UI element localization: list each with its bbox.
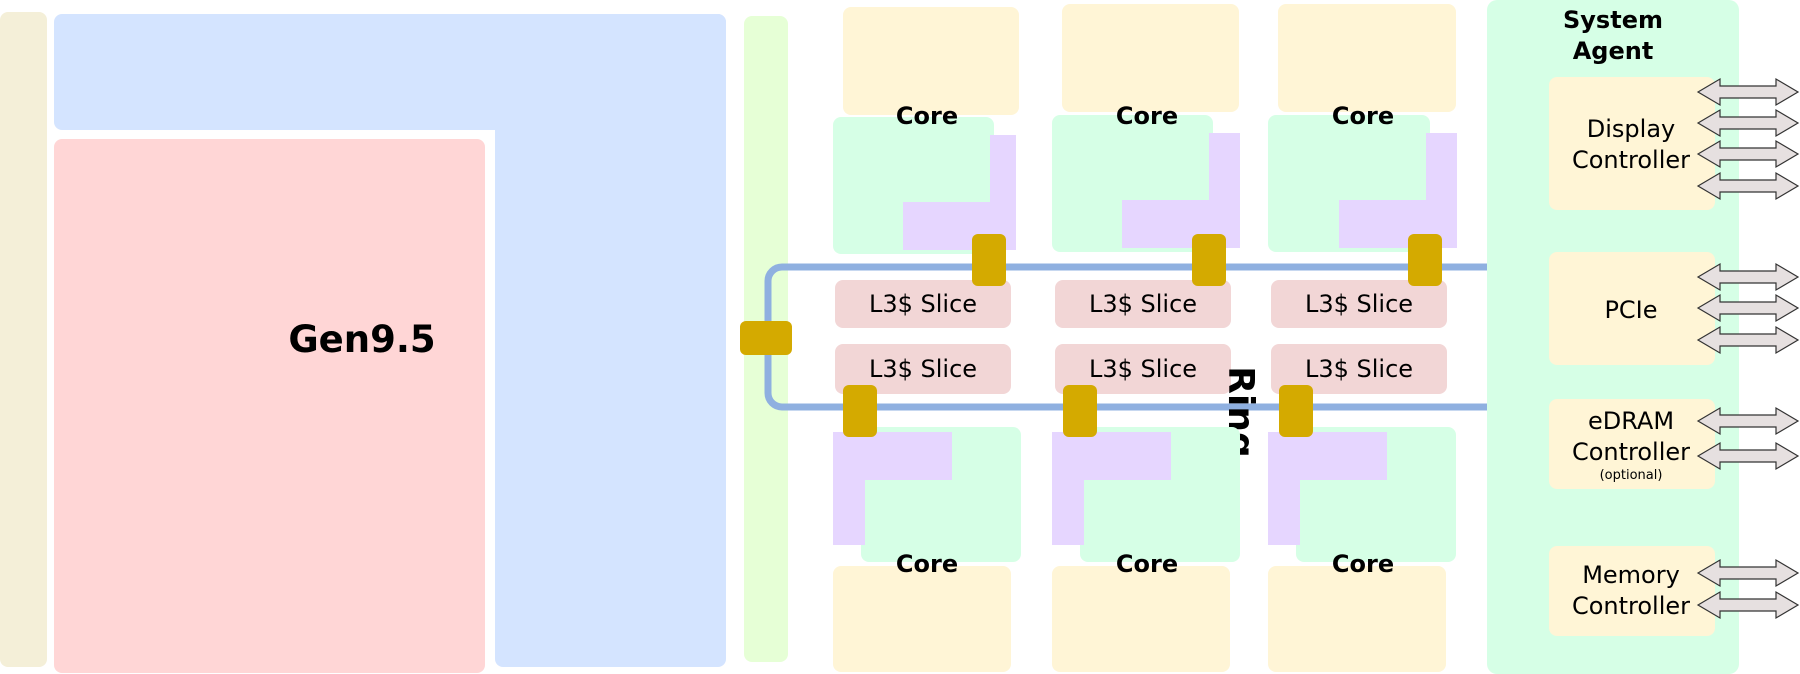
core-top-1-purple (903, 135, 1016, 250)
core-bottom-2-yellow (1052, 566, 1230, 672)
edram-controller-line2: Controller (1572, 438, 1690, 466)
memory-io-arrow (1696, 590, 1800, 620)
core-bottom-1-label: Core (896, 550, 958, 578)
core-top-3-label: Core (1332, 102, 1394, 130)
edram-controller-block (1549, 399, 1715, 489)
ring-stop (972, 234, 1006, 286)
core-top-2-yellow (1062, 4, 1239, 112)
core-top-2-purple (1122, 133, 1240, 248)
pcie-io-arrow (1696, 293, 1800, 323)
pcie-label: PCIe (1604, 296, 1657, 324)
core-top-1-label: Core (896, 102, 958, 130)
edram-io-arrow (1696, 441, 1800, 471)
display-controller-line1: Display (1587, 115, 1675, 143)
system-agent-title-line1: System (1563, 6, 1663, 34)
l3-slice-label: L3$ Slice (1305, 290, 1413, 318)
core-bottom-3-yellow (1268, 566, 1446, 672)
edram-io-arrow (1696, 406, 1800, 436)
core-top-3: Core (1268, 4, 1457, 252)
memory-controller-line1: Memory (1582, 561, 1680, 589)
gpu-blue-right (495, 14, 726, 667)
core-bottom-3-label: Core (1332, 550, 1394, 578)
io-arrows (1696, 77, 1800, 620)
core-top-3-yellow (1278, 4, 1456, 112)
edram-controller-note: (optional) (1600, 468, 1663, 483)
l3-slice (835, 280, 1011, 328)
core-top-1-yellow (843, 7, 1019, 115)
core-top-1: Core (833, 7, 1019, 254)
core-bottom-1: Core (833, 427, 1021, 672)
core-bottom-1-yellow (833, 566, 1011, 672)
ring-stop (1408, 234, 1442, 286)
core-top-2: Core (1052, 4, 1240, 252)
system-agent-title-line2: Agent (1573, 37, 1654, 65)
l3-slice-label: L3$ Slice (869, 290, 977, 318)
l3-slice (835, 344, 1011, 394)
core-bottom-2: Core (1052, 427, 1240, 672)
pcie-io-arrow (1696, 325, 1800, 355)
ring-stop (740, 321, 792, 355)
core-bottom-3: Core (1268, 427, 1456, 672)
pcie-block (1549, 252, 1715, 365)
left-edge-bar (0, 12, 47, 667)
core-bottom-3-purple (1268, 432, 1387, 545)
core-bottom-1-purple (833, 432, 952, 545)
display-io-arrow (1696, 139, 1800, 169)
l3-slice-label: L3$ Slice (1089, 355, 1197, 383)
memory-controller-block (1549, 546, 1715, 636)
l3-slice-label: L3$ Slice (1305, 355, 1413, 383)
display-io-arrow (1696, 108, 1800, 138)
l3-slice (1271, 344, 1447, 394)
ring-stop (1063, 385, 1097, 437)
core-top-3-purple (1339, 133, 1457, 248)
l3-slice (1055, 280, 1231, 328)
l3-slice (1271, 280, 1447, 328)
display-controller-line2: Controller (1572, 146, 1690, 174)
display-io-arrow (1696, 171, 1800, 201)
pcie-io-arrow (1696, 262, 1800, 292)
l3-slice-row-2: L3$ Slice L3$ Slice L3$ Slice (835, 344, 1447, 394)
core-bottom-2-purple (1052, 432, 1171, 545)
l3-slice-row-1: L3$ Slice L3$ Slice L3$ Slice (835, 280, 1447, 328)
l3-slice-label: L3$ Slice (869, 355, 977, 383)
memory-io-arrow (1696, 558, 1800, 588)
memory-controller-line2: Controller (1572, 592, 1690, 620)
gpu-red-block (54, 139, 485, 673)
ring-stop (843, 385, 877, 437)
display-controller-block (1549, 77, 1715, 210)
edram-controller-line1: eDRAM (1588, 407, 1674, 435)
core-top-2-label: Core (1116, 102, 1178, 130)
ring-stop (1192, 234, 1226, 286)
display-io-arrow (1696, 77, 1800, 107)
core-bottom-2-label: Core (1116, 550, 1178, 578)
gpu-label: Gen9.5 (288, 318, 435, 361)
l3-slice-label: L3$ Slice (1089, 290, 1197, 318)
l3-slice (1055, 344, 1231, 394)
ring-stop (1279, 385, 1313, 437)
